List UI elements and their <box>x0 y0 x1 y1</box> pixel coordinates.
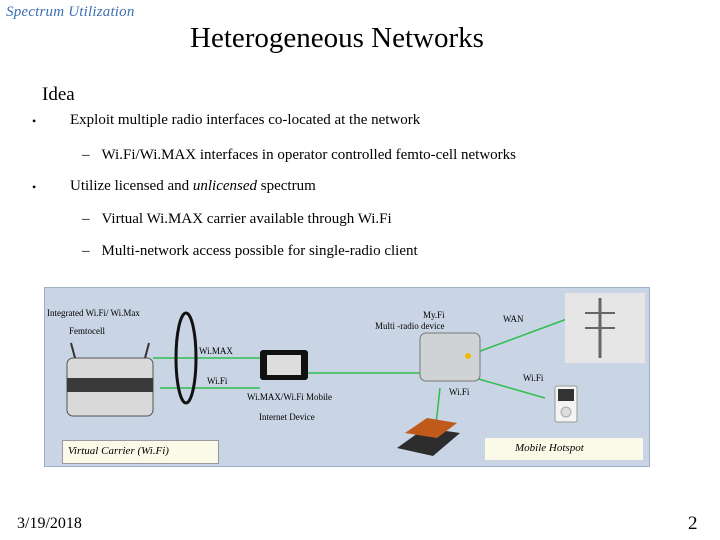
wifi-link-ipod <box>474 377 546 399</box>
bullet-glyph: • <box>32 114 37 128</box>
dash-glyph: – <box>82 243 90 259</box>
music-player-device <box>554 385 578 423</box>
myfi-label-1: My.Fi <box>423 310 445 320</box>
sub-bullet-1-1: – Wi.Fi/Wi.MAX interfaces in operator co… <box>82 146 516 164</box>
mobile-internet-device <box>260 350 308 380</box>
wifi-left-label: Wi.Fi <box>207 376 228 386</box>
bullet-2-text: Utilize licensed and unlicensed spectrum <box>70 178 316 195</box>
diagram-graphics <box>66 293 645 456</box>
sub-bullet-2-2: – Multi-network access possible for sing… <box>82 242 418 260</box>
cell-tower <box>565 293 645 363</box>
carrier-ring <box>174 311 198 405</box>
bullet-1-text: Exploit multiple radio interfaces co-loc… <box>70 112 421 128</box>
router-device <box>66 342 154 417</box>
virtual-carrier-box: Virtual Carrier (Wi.Fi) <box>62 440 219 464</box>
idea-heading: Idea <box>42 84 75 105</box>
page-number: 2 <box>688 513 698 534</box>
mobile-device-label-2: Internet Device <box>259 412 315 422</box>
slide-title: Heterogeneous Networks <box>190 22 484 54</box>
section-tag: Spectrum Utilization <box>6 4 135 20</box>
virtual-carrier-label: Virtual Carrier (Wi.Fi) <box>68 445 169 457</box>
wimax-label: Wi.MAX <box>199 346 233 356</box>
sub-bullet-1-1-text: Wi.Fi/Wi.MAX interfaces in operator cont… <box>101 147 517 163</box>
myfi-label-2: Multi -radio device <box>375 321 445 331</box>
sub-bullet-2-2-text: Multi-network access possible for single… <box>101 243 418 259</box>
mobile-device-label-1: Wi.MAX/Wi.Fi Mobile <box>247 392 333 402</box>
wifi-right-top-label: Wi.Fi <box>523 373 544 383</box>
network-diagram: Integrated Wi.Fi/ Wi.Max Femtocell Wi.MA… <box>44 287 650 467</box>
bullet-2-suffix: spectrum <box>257 178 316 194</box>
dash-glyph: – <box>82 211 90 227</box>
wan-label: WAN <box>503 314 524 324</box>
femtocell-label: Femtocell <box>69 326 105 336</box>
mobile-hotspot-box: Mobile Hotspot <box>485 438 643 460</box>
bullet-2-emphasis: unlicensed <box>192 178 258 194</box>
wifi-right-bottom-label: Wi.Fi <box>449 387 470 397</box>
integrated-label: Integrated Wi.Fi/ Wi.Max <box>47 308 140 318</box>
myfi-device <box>419 332 481 382</box>
dash-glyph: – <box>82 147 90 163</box>
slide-date: 3/19/2018 <box>17 515 82 532</box>
bullet-glyph: • <box>32 180 37 194</box>
mobile-hotspot-label: Mobile Hotspot <box>515 442 584 454</box>
bullet-2-prefix: Utilize licensed and <box>70 178 193 194</box>
sub-bullet-2-1: – Virtual Wi.MAX carrier available throu… <box>82 210 392 228</box>
laptop-device <box>397 418 460 456</box>
wan-link <box>474 315 576 354</box>
sub-bullet-2-1-text: Virtual Wi.MAX carrier available through… <box>101 211 392 227</box>
